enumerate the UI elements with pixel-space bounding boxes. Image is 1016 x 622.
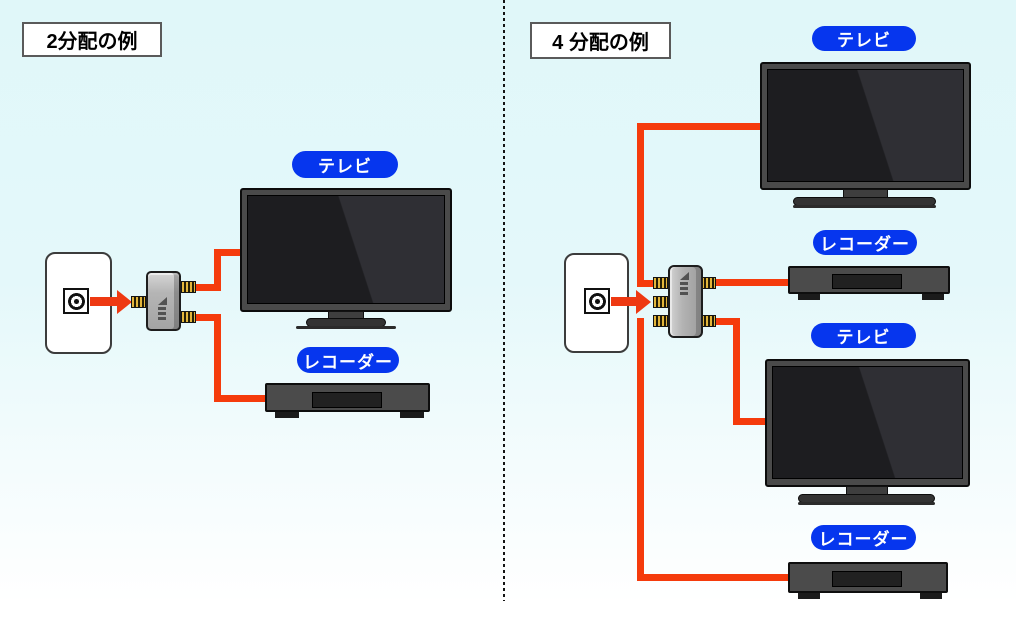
four-way-section-title: 4 分配の例 xyxy=(530,22,671,59)
tv-screen xyxy=(767,69,964,182)
coax-cable-segment xyxy=(716,318,740,325)
coax-cable-segment xyxy=(196,314,221,321)
coax-cable-segment xyxy=(733,418,767,425)
tv-screen xyxy=(247,195,445,304)
recorder-foot xyxy=(922,294,944,300)
recorder-label-pill-right-bottom: レコーダー xyxy=(811,525,916,550)
recorder-foot xyxy=(798,294,820,300)
recorder-foot xyxy=(275,412,299,418)
tv-frame xyxy=(240,188,452,312)
splitter-logo-icon xyxy=(680,272,689,295)
tv-stand-shadow xyxy=(798,502,935,505)
coax-cable-segment xyxy=(637,123,762,130)
tv-left xyxy=(240,188,452,333)
tv-frame xyxy=(760,62,971,190)
splitter-input-connector xyxy=(653,296,668,308)
splitter-output-connector xyxy=(181,281,196,293)
splitter-output-connector xyxy=(701,315,716,327)
signal-arrow-icon xyxy=(611,297,636,306)
panel-divider-dotted-line xyxy=(503,0,505,601)
coax-cable-segment xyxy=(214,249,244,256)
splitter-output-connector xyxy=(653,315,668,327)
coax-jack-icon xyxy=(584,288,610,314)
coax-cable-segment xyxy=(637,123,644,287)
tv-frame xyxy=(765,359,970,487)
coax-cable-segment xyxy=(733,318,740,425)
splitter-output-connector xyxy=(701,277,716,289)
coax-cable-segment xyxy=(214,395,269,402)
coax-cable-segment xyxy=(637,280,653,287)
disc-tray xyxy=(832,571,902,587)
tv-stand-shadow xyxy=(296,326,396,329)
coax-jack-ring-icon xyxy=(67,292,85,310)
coax-cable-segment xyxy=(637,318,644,581)
recorder-foot xyxy=(920,593,942,599)
coax-cable-segment xyxy=(196,284,221,291)
disc-tray xyxy=(832,274,902,289)
signal-arrow-head-icon xyxy=(117,290,132,314)
recorder-foot xyxy=(400,412,424,418)
tv-screen xyxy=(772,366,963,479)
coax-jack-ring-icon xyxy=(588,292,606,310)
coax-cable-segment xyxy=(214,314,221,402)
tv-stand-shadow xyxy=(793,205,936,208)
coax-cable-segment xyxy=(637,574,790,581)
tv-label-pill-right-top: テレビ xyxy=(812,26,916,51)
tv-label-pill-left: テレビ xyxy=(292,151,398,178)
recorder-right-bottom xyxy=(788,562,948,599)
tv-right-top xyxy=(760,62,971,208)
recorder-right-top xyxy=(788,266,950,300)
signal-arrow-icon xyxy=(90,297,117,306)
recorder-label-pill-left: レコーダー xyxy=(297,347,399,373)
splitter-output-connector xyxy=(653,277,668,289)
splitter-output-connector xyxy=(181,311,196,323)
coax-cable-segment xyxy=(214,249,221,291)
splitter-2way xyxy=(146,271,181,331)
tv-label-pill-right-bottom: テレビ xyxy=(811,323,916,348)
recorder-label-pill-right-top: レコーダー xyxy=(813,230,917,255)
coax-jack-icon xyxy=(63,288,89,314)
disc-tray xyxy=(312,392,382,408)
splitter-logo-icon xyxy=(158,297,167,320)
coax-cable-segment xyxy=(716,279,789,286)
splitter-input-connector xyxy=(131,296,146,308)
recorder-foot xyxy=(798,593,820,599)
signal-arrow-head-icon xyxy=(636,290,651,314)
two-way-section-title: 2分配の例 xyxy=(22,22,162,57)
splitter-4way xyxy=(668,265,703,338)
recorder-left xyxy=(265,383,430,418)
tv-right-bottom xyxy=(765,359,970,505)
